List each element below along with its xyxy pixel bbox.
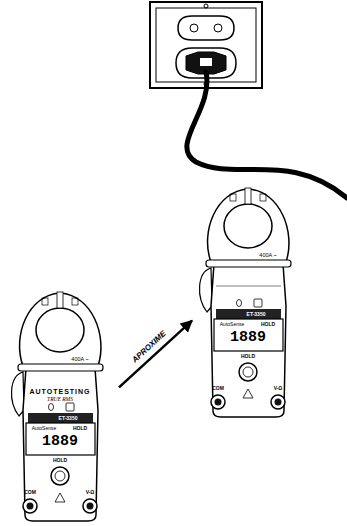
input-jack xyxy=(271,395,285,409)
warning-symbol xyxy=(55,493,65,502)
body-seam xyxy=(216,286,281,287)
display-band xyxy=(216,309,281,319)
input-jack xyxy=(211,395,225,409)
input-jack xyxy=(83,499,97,513)
brand-label: AUTOTESTING xyxy=(29,388,90,395)
warning-symbol xyxy=(243,389,253,398)
jaw-opening xyxy=(36,308,84,352)
outlet xyxy=(178,16,234,40)
model-label: TRUE RMS xyxy=(47,397,73,403)
control-label: COM xyxy=(212,386,224,391)
jaw-mark xyxy=(230,194,236,201)
clamp-jaw xyxy=(208,189,289,262)
meter-label: AutoSense xyxy=(32,426,56,431)
button xyxy=(49,404,54,411)
input-jack xyxy=(23,499,37,513)
meter-outline xyxy=(8,290,113,522)
screw xyxy=(204,4,208,8)
button xyxy=(66,403,74,411)
input-jack xyxy=(27,503,34,510)
jaw-mark xyxy=(72,298,78,305)
control-label: V-Ω xyxy=(274,386,283,391)
trigger xyxy=(12,372,24,416)
meter-body xyxy=(211,264,286,417)
plug-face xyxy=(200,58,212,66)
meter-body xyxy=(23,368,98,521)
button xyxy=(237,300,242,307)
display xyxy=(26,423,95,455)
cable xyxy=(187,72,347,198)
hand-guard xyxy=(18,364,103,371)
control-label: HOLD xyxy=(241,354,255,359)
rotary-button xyxy=(55,471,65,481)
rotary-button xyxy=(243,367,253,377)
trigger xyxy=(200,268,212,312)
jaw-gap xyxy=(57,292,63,308)
outlet-hole xyxy=(214,24,222,32)
control-label: HOLD xyxy=(53,458,67,463)
input-jack xyxy=(87,503,94,510)
button xyxy=(254,299,262,307)
meter-label: AutoSense xyxy=(220,322,244,327)
display xyxy=(214,319,283,351)
model-number: ET-3350 xyxy=(59,416,78,421)
control-label: HOLD xyxy=(261,322,275,327)
control-label: HOLD xyxy=(73,426,87,431)
clamp-jaw xyxy=(20,293,101,366)
display-digits: 1889 xyxy=(42,434,78,449)
display-band xyxy=(28,413,93,423)
jaw-mark xyxy=(260,194,266,201)
display-digits: 1889 xyxy=(230,330,266,345)
jaw-mark xyxy=(42,298,48,305)
meter-label: 400A ~ xyxy=(259,253,276,259)
meter-outline xyxy=(196,186,301,418)
hand-guard xyxy=(206,260,291,267)
rotary-button xyxy=(51,467,69,485)
rotary-button xyxy=(239,363,257,381)
clamp-meter: 400A ~ AUTOTESTING TRUE RMS ET-3350AutoSens… xyxy=(8,290,113,522)
input-jack xyxy=(275,399,282,406)
approach-arrow xyxy=(119,321,192,388)
clamp-meter: 400A ~ET-3350AutoSenseHOLD1889HOLDCOMV-Ω xyxy=(196,186,301,418)
jaw-opening xyxy=(224,204,272,248)
meter-label: 400A ~ xyxy=(71,357,88,363)
model-number: ET-3350 xyxy=(247,312,266,317)
jaw-gap xyxy=(245,188,251,204)
control-label: V-Ω xyxy=(86,490,95,495)
outlet-hole xyxy=(190,24,198,32)
input-jack xyxy=(215,399,222,406)
control-label: COM xyxy=(24,490,36,495)
